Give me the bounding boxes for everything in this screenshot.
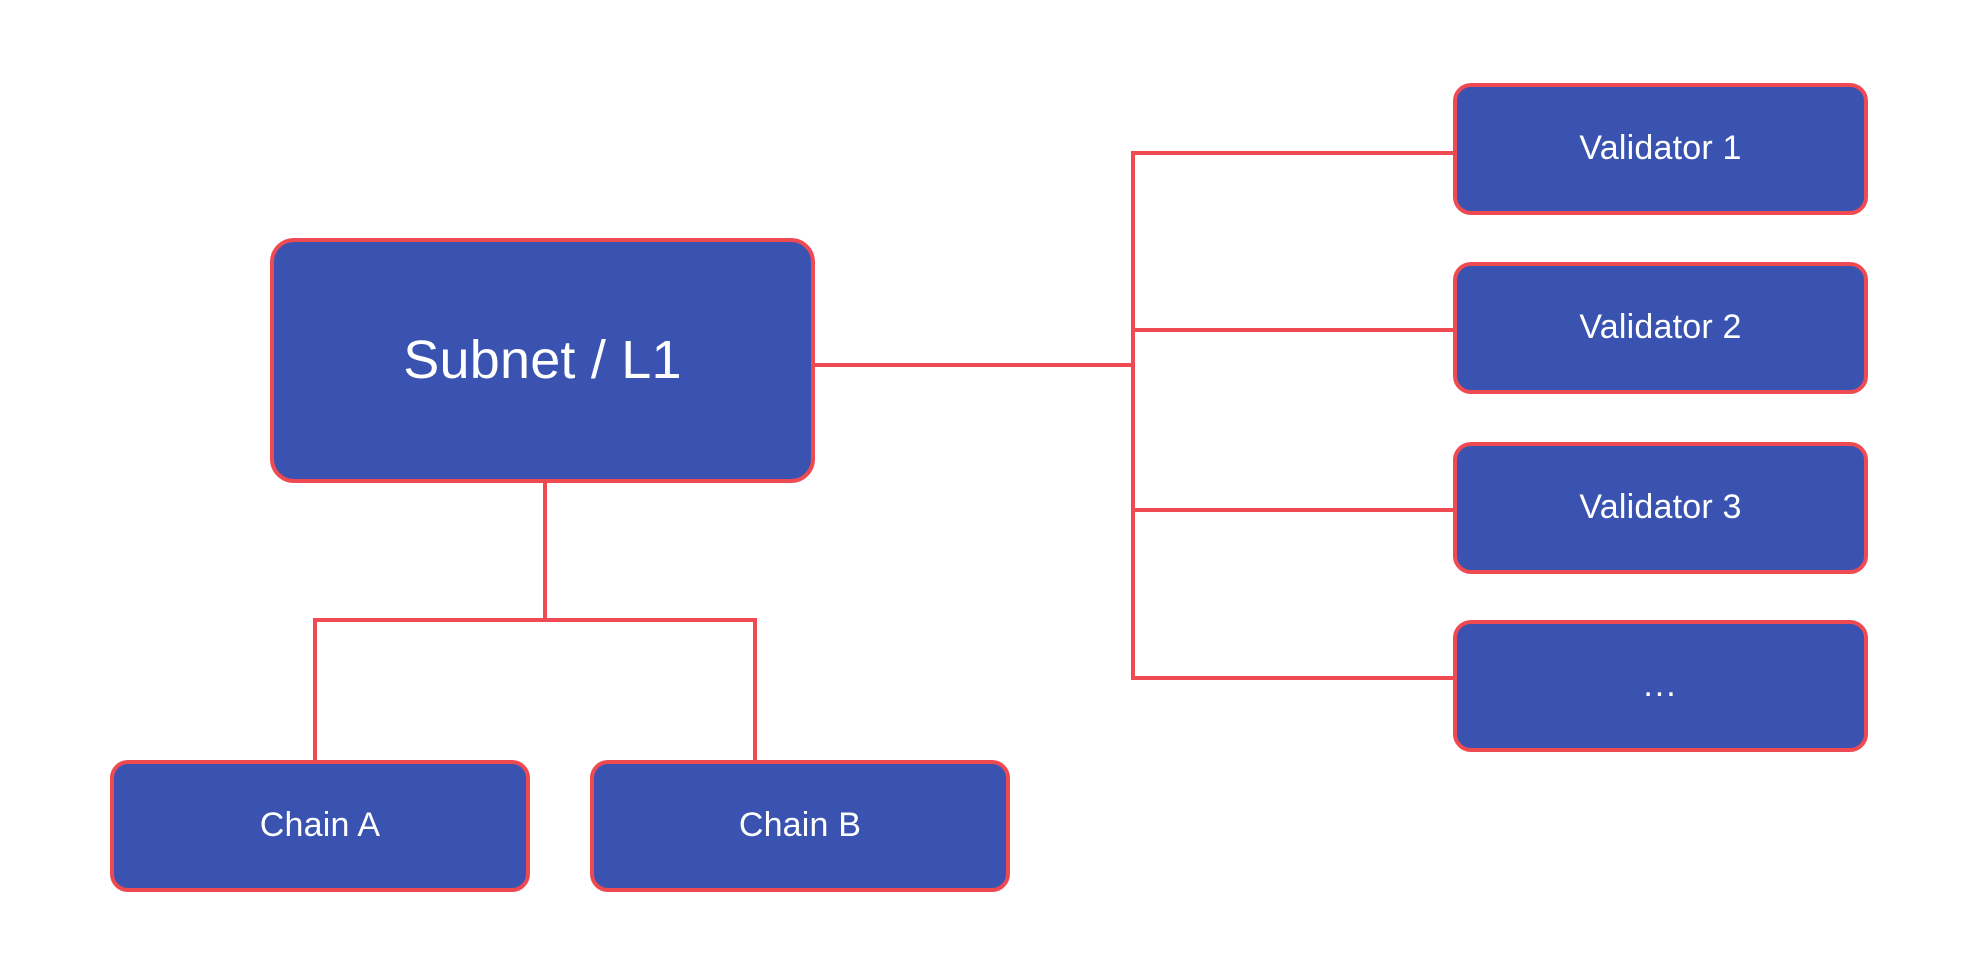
node-chain-b-label: Chain B	[738, 806, 862, 845]
node-validator-3-label: Validator 3	[1579, 488, 1742, 527]
node-validator-1-label: Validator 1	[1579, 129, 1742, 168]
node-validator-1[interactable]: Validator 1	[1453, 83, 1868, 215]
node-validator-2-label: Validator 2	[1579, 308, 1742, 347]
node-subnet-l1[interactable]: Subnet / L1	[270, 238, 815, 483]
node-chain-a-label: Chain A	[259, 806, 381, 845]
node-chain-b[interactable]: Chain B	[590, 760, 1010, 892]
node-validator-3[interactable]: Validator 3	[1453, 442, 1868, 574]
node-validator-more[interactable]: ...	[1453, 620, 1868, 752]
node-chain-a[interactable]: Chain A	[110, 760, 530, 892]
node-validator-2[interactable]: Validator 2	[1453, 262, 1868, 394]
node-validator-more-label: ...	[1643, 666, 1678, 705]
node-subnet-l1-label: Subnet / L1	[403, 329, 682, 390]
